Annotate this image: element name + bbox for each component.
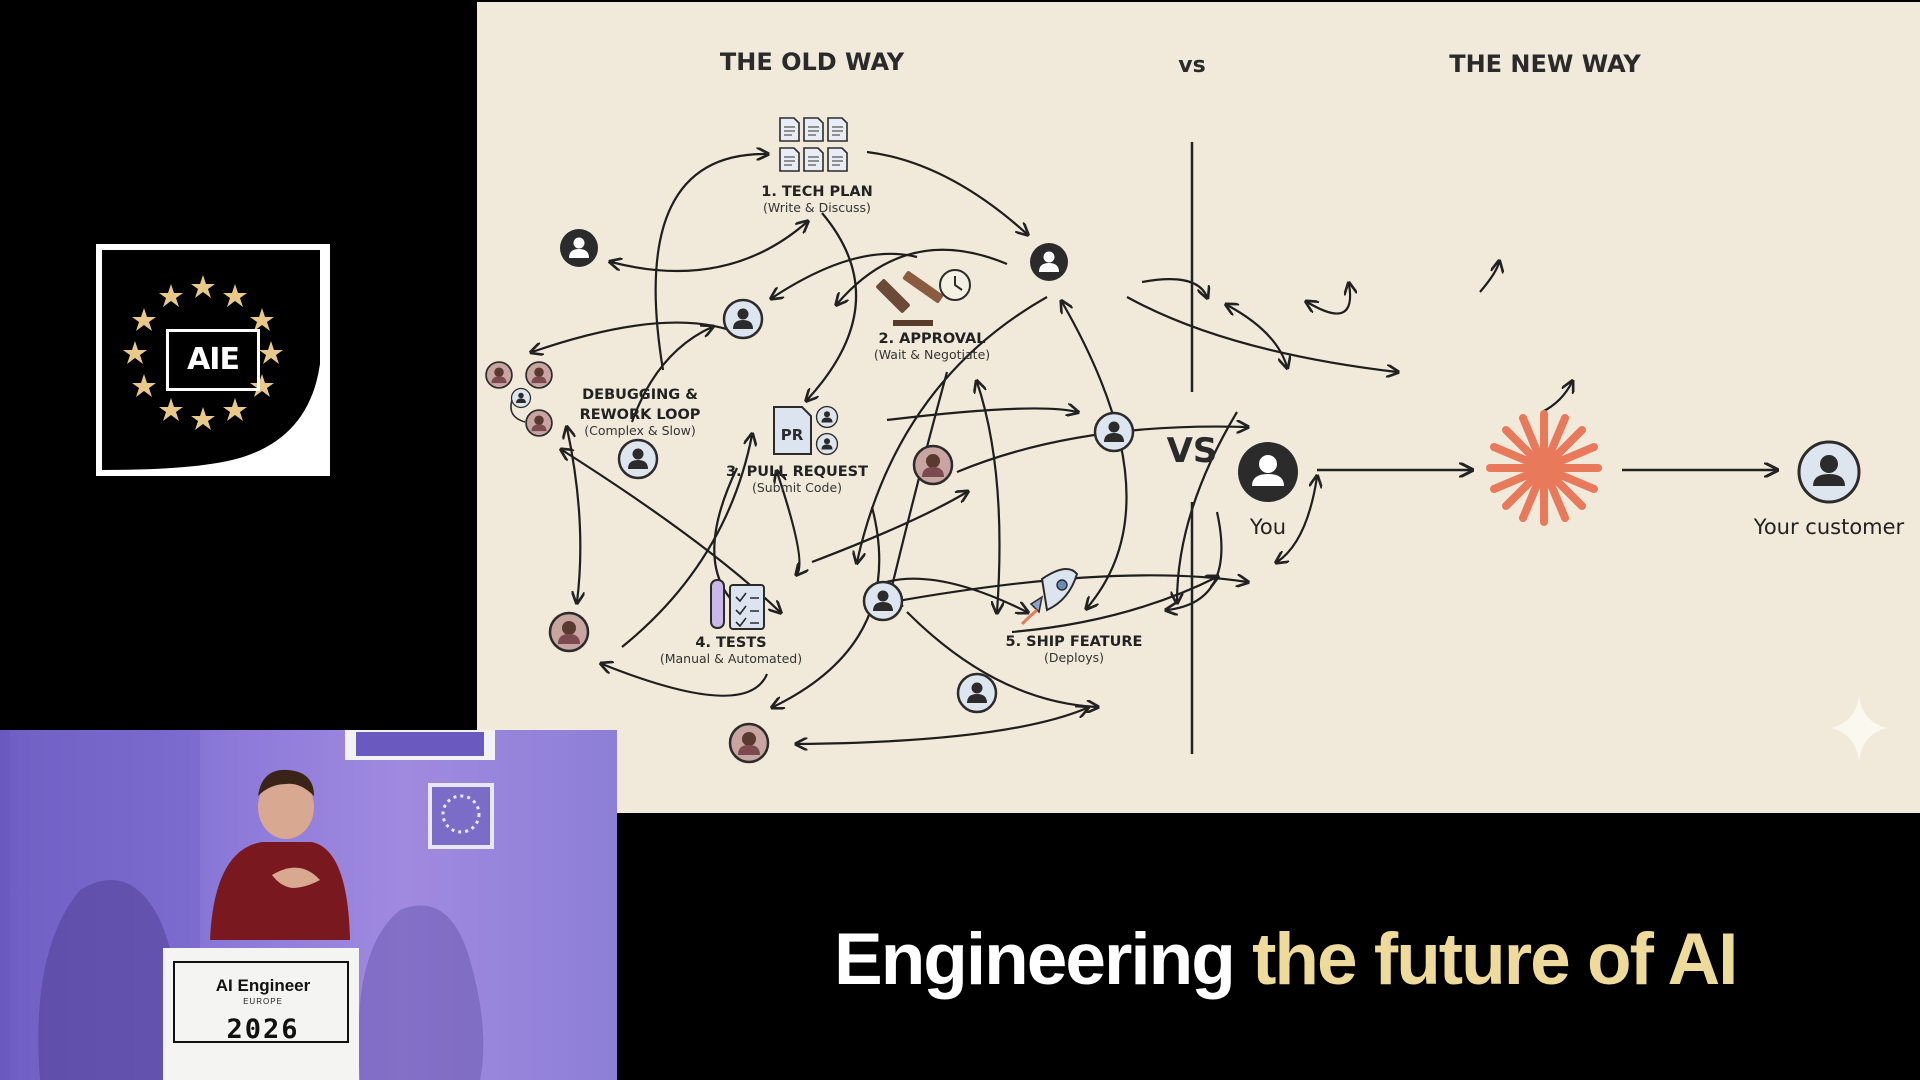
rocket-icon xyxy=(1020,568,1079,626)
customer-avatar-icon xyxy=(1797,440,1861,504)
video-scene xyxy=(10,730,495,1080)
customer-label: Your customer xyxy=(1753,515,1905,539)
reviewer-avatar-icon xyxy=(815,405,839,429)
podium-sign-year: 2026 xyxy=(226,1014,300,1045)
stakeholder-avatar-icon xyxy=(560,229,598,267)
speaker-video-feed xyxy=(0,730,617,1080)
sparkle-icon xyxy=(1831,695,1887,762)
you-label: You xyxy=(1249,515,1286,539)
logo-graphic xyxy=(102,250,320,470)
tagline-part-1: Engineering xyxy=(834,919,1253,1000)
loop-title-line2: REWORK LOOP xyxy=(580,407,701,423)
pull-request-doc-icon: PR xyxy=(773,406,812,455)
presentation-slide: THE OLD WAY vs THE NEW WAY xyxy=(477,2,1920,813)
stakeholder-avatar-icon xyxy=(1093,411,1135,453)
stakeholder-avatar-icon xyxy=(728,722,770,764)
step-5-title: 5. SHIP FEATURE xyxy=(1006,634,1143,650)
stakeholder-avatar-icon xyxy=(617,438,659,480)
gavel-icon xyxy=(876,271,944,326)
stakeholder-avatar-icon xyxy=(956,672,998,714)
podium-sign-subtitle: EUROPE xyxy=(243,997,283,1006)
old-way-heading: THE OLD WAY xyxy=(720,48,905,76)
step-2-subtitle: (Wait & Negotiate) xyxy=(874,347,990,362)
stakeholder-avatar-icon xyxy=(722,298,764,340)
step-2-title: 2. APPROVAL xyxy=(879,331,986,347)
clock-icon xyxy=(939,269,971,301)
step-5-subtitle: (Deploys) xyxy=(1044,650,1104,665)
step-1-subtitle: (Write & Discuss) xyxy=(763,200,871,215)
new-way-heading: THE NEW WAY xyxy=(1449,50,1641,78)
stakeholder-avatar-icon xyxy=(548,611,590,653)
stakeholder-avatar-icon xyxy=(1030,243,1068,281)
you-avatar-icon xyxy=(1238,442,1298,502)
tech-plan-docs-icon xyxy=(779,117,848,172)
loop-title-line1: DEBUGGING & xyxy=(582,387,698,403)
tagline: Engineering the future of AI xyxy=(834,918,1738,1001)
step-1-title: 1. TECH PLAN xyxy=(761,184,873,200)
reviewer-avatar-icon xyxy=(815,432,839,456)
loop-subtitle: (Complex & Slow) xyxy=(584,423,696,438)
stakeholder-avatar-icon xyxy=(862,580,904,622)
stakeholder-avatar-icon xyxy=(912,444,954,486)
podium-sign-title: AI Engineer xyxy=(215,976,311,995)
slide-graphic: THE OLD WAY vs THE NEW WAY xyxy=(485,48,1905,764)
pr-badge: PR xyxy=(781,426,804,444)
step-3-title: 3. PULL REQUEST xyxy=(726,464,868,480)
tagline-part-2: the future of AI xyxy=(1252,919,1738,1000)
step-4-subtitle: (Manual & Automated) xyxy=(660,651,802,666)
step-3-subtitle: (Submit Code) xyxy=(752,480,842,495)
logo-text: AIE xyxy=(166,329,260,391)
team-avatars-icon xyxy=(485,361,553,437)
vs-small-label: vs xyxy=(1178,53,1205,78)
ai-starburst-icon xyxy=(1486,410,1602,526)
step-4-title: 4. TESTS xyxy=(695,635,766,651)
star-ring-icon xyxy=(123,275,283,430)
aie-logo: AIE xyxy=(96,244,330,476)
vs-big-label: VS xyxy=(1167,431,1218,471)
test-tube-checklist-icon xyxy=(710,579,765,630)
